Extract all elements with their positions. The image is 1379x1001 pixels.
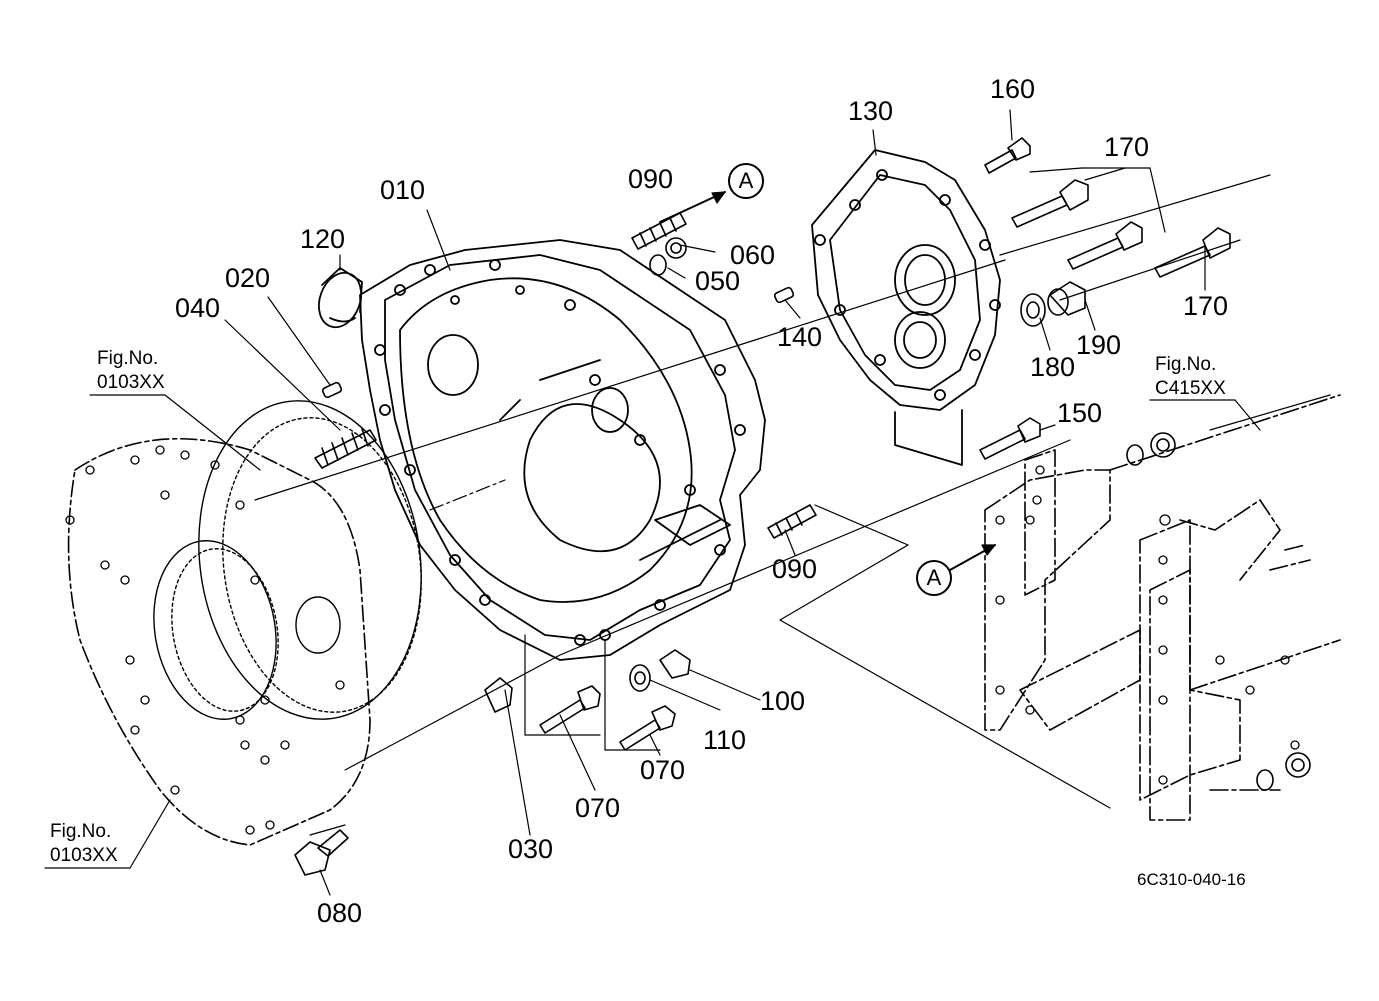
part-label-160: 160 [990,74,1036,104]
bolt-100 [660,650,690,678]
part-label-090-lower: 090 [772,554,818,584]
figure-ref-number: 0103XX [50,844,118,866]
part-label-070-left: 070 [575,793,621,823]
part-label-170-upper: 170 [1104,132,1150,162]
figure-ref-number: C415XX [1155,377,1226,399]
pin-140 [774,287,795,304]
part-label-090-upper: 090 [628,164,674,194]
bolt-170-middle [1068,222,1142,269]
bolt-170-lower [1155,228,1230,277]
part-label-050: 050 [695,266,741,296]
part-label-080: 080 [317,898,363,928]
part-label-140: 140 [777,322,823,352]
part-label-020: 020 [225,263,271,293]
stud-040 [315,429,376,468]
figure-ref-top-left: Fig.No. 0103XX [97,347,165,395]
plug-120 [312,267,369,333]
adapter-plate [69,439,370,845]
frame-holes [996,466,1299,784]
bolt-080 [295,830,348,875]
figure-ref-caption: Fig.No. [50,821,112,842]
frame-nuts [1127,433,1310,790]
plug-190 [1048,282,1085,315]
figure-ref-right: Fig.No. C415XX [1155,353,1226,401]
leader-lines [45,110,1330,895]
pin-020 [322,382,343,399]
part-label-120: 120 [300,224,346,254]
bolt-170-upper [1012,180,1088,227]
figure-ref-number: 0103XX [97,371,165,393]
part-label-130: 130 [848,96,894,126]
clutch-housing [360,240,765,660]
part-label-180: 180 [1030,352,1076,382]
pin-030 [485,678,512,712]
drawing-code: 6C310-040-16 [1137,870,1246,889]
part-label-190: 190 [1076,330,1122,360]
connector-mark-a-upper: A [728,163,764,199]
part-label-040: 040 [175,293,221,323]
washer-180 [1021,294,1045,326]
part-label-030: 030 [508,834,554,864]
frame-assembly [985,395,1340,820]
bolt-070-left [540,686,600,733]
nut-060 [666,238,686,258]
washer-050 [650,255,666,275]
bolt-070-right [620,706,675,750]
part-label-150: 150 [1057,398,1103,428]
part-label-060: 060 [730,240,776,270]
stud-090-upper [632,213,686,249]
figure-ref-caption: Fig.No. [1155,354,1217,375]
stud-090-lower [768,505,816,538]
cover-130 [812,150,1000,465]
part-label-110: 110 [703,725,747,755]
plate-holes [66,446,344,834]
part-label-010: 010 [380,175,426,205]
connector-mark-a-lower: A [916,560,952,596]
figure-ref-caption: Fig.No. [97,348,159,369]
washer-110 [630,665,650,691]
figure-ref-bottom-left: Fig.No. 0103XX [50,820,118,868]
part-label-100: 100 [760,686,806,716]
part-label-070-right: 070 [640,755,686,785]
part-label-170-lower: 170 [1183,291,1229,321]
bolt-160 [985,138,1030,173]
bolt-150 [980,418,1040,459]
